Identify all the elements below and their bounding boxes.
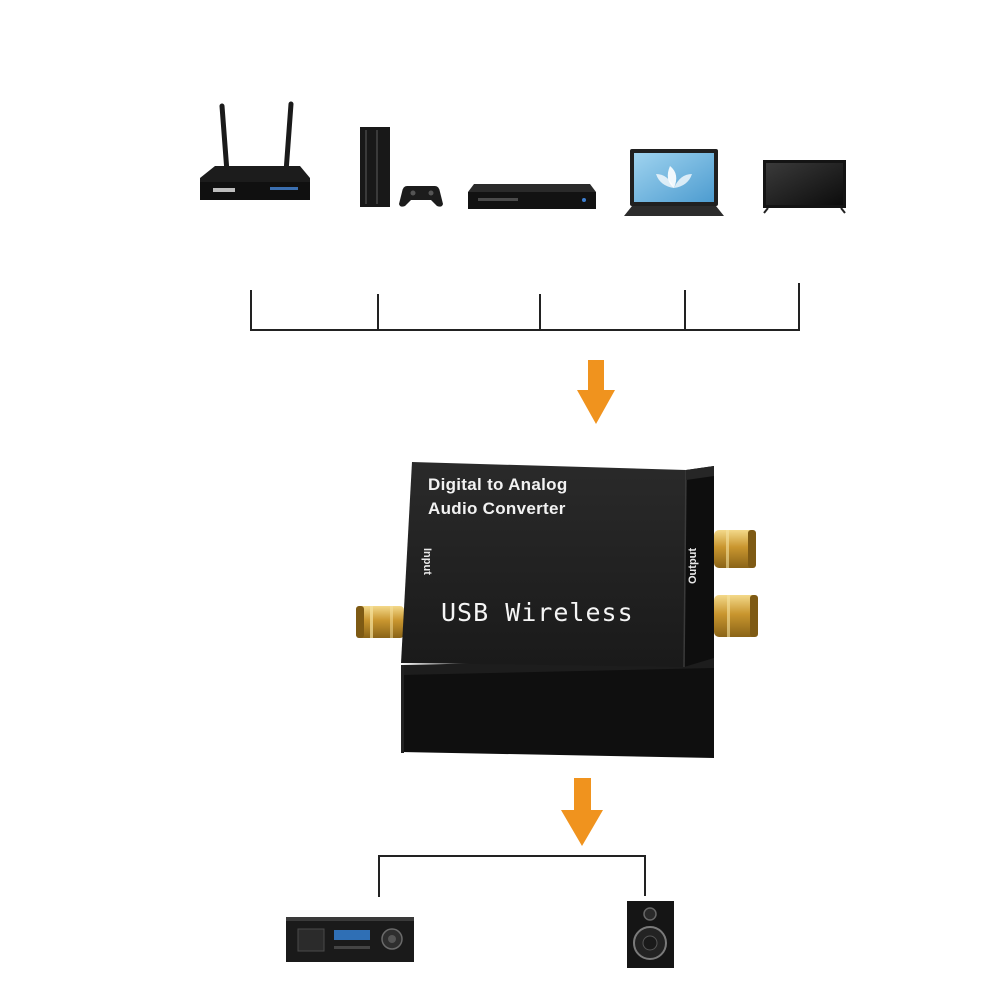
down-arrow-icon: [577, 360, 615, 424]
tv-icon: [763, 160, 846, 214]
input-rca-connector: [356, 606, 404, 638]
input-port-label: Input: [421, 548, 433, 575]
router-icon: [200, 101, 310, 200]
laptop-icon: [624, 149, 724, 216]
converter-main-label: USB Wireless: [441, 598, 634, 627]
output-connector-lines: [378, 855, 646, 897]
output-rca-connector-bottom: [714, 595, 758, 637]
down-arrow-icon: [561, 778, 603, 846]
amplifier-receiver-icon: [286, 917, 414, 962]
output-rca-connector-top: [714, 530, 756, 568]
converter-title-line2: Audio Converter: [428, 499, 566, 518]
speaker-icon: [627, 901, 674, 968]
converter-title-line1: Digital to Analog: [428, 475, 568, 494]
source-connector-lines: [250, 283, 800, 331]
dac-converter-device: Digital to Analog Audio Converter USB Wi…: [356, 462, 758, 758]
game-console-icon: [360, 127, 443, 207]
media-player-icon: [468, 184, 596, 209]
output-port-label: Output: [687, 548, 699, 584]
